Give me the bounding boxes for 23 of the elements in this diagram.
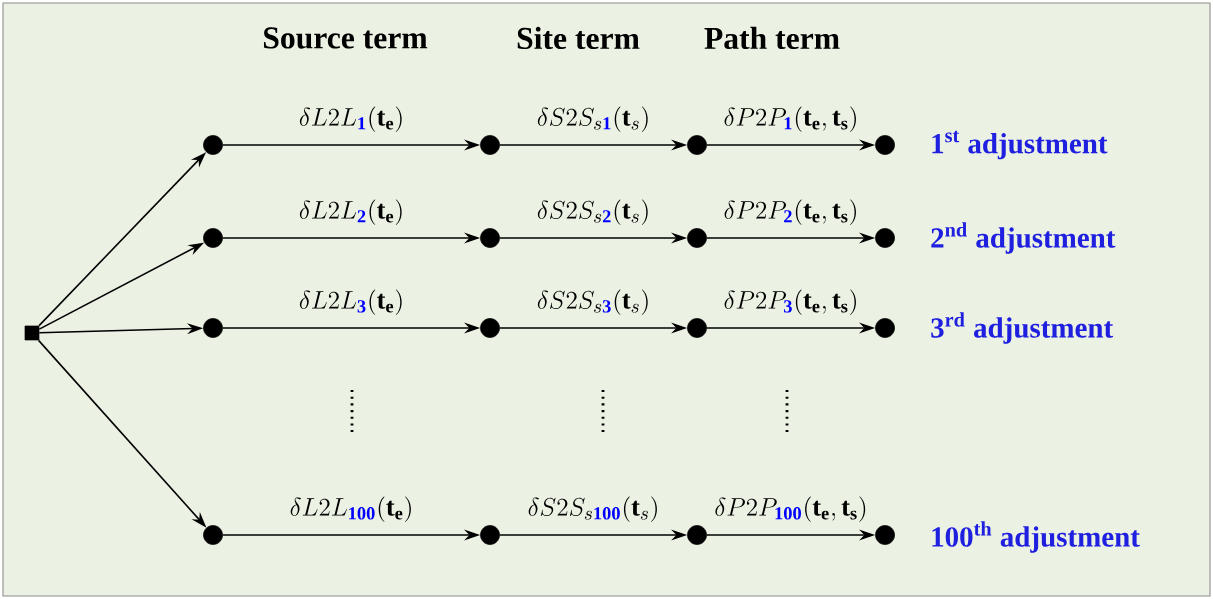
- row-label: 1$^{st}$ adjustment: [932, 130, 1108, 160]
- edge-label: $\delta S2S_{s\textcolor{blue}{\mathbf{100}}}(\mathbf{t}_s)$: [528, 496, 657, 522]
- edge-label: $\delta L2L_{\textcolor{blue}{\mathbf{3}}}(\mathbf{t_e})$: [299, 289, 402, 315]
- column-heading: Path term: [704, 26, 840, 50]
- row-label: 3$^{rd}$ adjustment: [931, 312, 1114, 344]
- edge-label: $\delta L2L_{\textcolor{blue}{\mathbf{2}}}(\mathbf{t_e})$: [299, 199, 402, 225]
- column-heading: Site term: [517, 26, 640, 50]
- edge-label: $\delta S2S_{s\textcolor{blue}{\mathbf{1}}}(\mathbf{t}_s)$: [537, 106, 648, 132]
- node-dot: [203, 135, 223, 155]
- column-heading: Source term: [264, 27, 428, 49]
- edge-label: $\delta S2S_{s\textcolor{blue}{\mathbf{3}}}(\mathbf{t}_s)$: [537, 289, 648, 315]
- edge-label: $\delta P2P_{\textcolor{blue}{\mathbf{2}}}(\mathbf{t_e},\mathbf{t_s})$: [724, 199, 856, 225]
- start-square: [24, 325, 40, 341]
- row-label: 100$^{th}$ adjustment: [932, 521, 1140, 553]
- edge-label: $\delta S2S_{s\textcolor{blue}{\mathbf{2}}}(\mathbf{t}_s)$: [537, 199, 648, 225]
- node-dot: [203, 525, 223, 545]
- edge-label: $\delta P2P_{\textcolor{blue}{\mathbf{1}}}(\mathbf{t_e},\mathbf{t_s})$: [724, 106, 856, 132]
- node-dot: [203, 228, 223, 248]
- row-label: 2$^{nd}$ adjustment: [931, 222, 1116, 254]
- edge-label: $\delta L2L_{\textcolor{blue}{\mathbf{1}}}(\mathbf{t_e})$: [299, 106, 402, 132]
- edge-label: $\delta P2P_{\textcolor{blue}{\mathbf{100}}}(\mathbf{t_e},\mathbf{t_s})$: [715, 496, 866, 522]
- edge-label: $\delta P2P_{\textcolor{blue}{\mathbf{3}}}(\mathbf{t_e},\mathbf{t_s})$: [724, 289, 856, 315]
- edge-label: $\delta L2L_{\textcolor{blue}{\mathbf{100}}}(\mathbf{t_e})$: [290, 496, 411, 522]
